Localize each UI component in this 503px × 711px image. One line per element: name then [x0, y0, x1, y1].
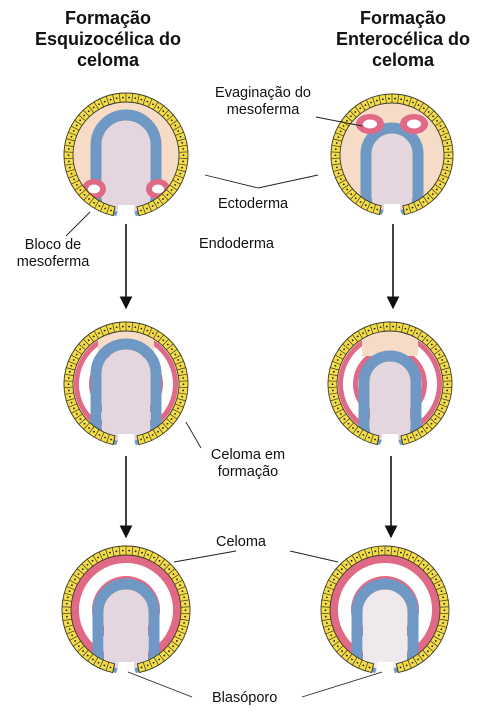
leader-ectoderma-left	[205, 175, 258, 188]
archenteron	[104, 590, 148, 670]
leader-celoma-right	[290, 551, 338, 562]
label-celoma: Celoma	[216, 534, 266, 551]
embryo-entero-stage-2	[328, 322, 452, 448]
mesoderm-block-cavity	[88, 185, 100, 194]
label-celoma-formacao-line-2: formação	[196, 464, 300, 481]
label-evaginacao: Evaginação do mesoferma	[190, 85, 336, 119]
leader-celoma-formacao	[186, 422, 201, 448]
label-ectoderma: Ectoderma	[218, 196, 288, 213]
blastopore	[118, 434, 134, 448]
leader-blasporo-right	[302, 672, 382, 697]
evagination-cavity	[407, 120, 421, 129]
blastopore	[118, 662, 134, 676]
leader-bloco	[66, 212, 90, 236]
mesoderm-block-cavity	[152, 185, 164, 194]
label-bloco-line-1: Bloco de	[14, 237, 92, 254]
leader-ectoderma-right	[258, 175, 318, 188]
label-celoma-formacao: Celoma em formação	[196, 447, 300, 481]
label-bloco: Bloco de mesoferma	[14, 237, 92, 271]
archenteron	[102, 121, 150, 213]
label-evaginacao-line-1: Evaginação do	[190, 85, 336, 102]
embryo-schizo-stage-2	[64, 322, 188, 448]
embryo-entero-stage-1	[331, 94, 453, 218]
embryo-entero-stage-3	[321, 546, 449, 676]
archenteron	[370, 362, 410, 442]
archenteron	[102, 350, 150, 442]
label-evaginacao-line-2: mesoferma	[190, 102, 336, 119]
blastopore	[377, 662, 393, 676]
archenteron	[372, 134, 412, 212]
blastopore	[384, 204, 400, 218]
label-blasporo: Blasóporo	[212, 690, 277, 707]
embryo-schizo-stage-3	[62, 546, 190, 676]
blastopore	[382, 434, 398, 448]
evagination-cavity	[363, 120, 377, 129]
leader-celoma-left	[174, 551, 236, 562]
embryo-schizo-stage-1	[64, 93, 188, 219]
blastopore	[118, 205, 134, 219]
label-bloco-line-2: mesoferma	[14, 254, 92, 271]
label-endoderma: Endoderma	[199, 236, 274, 253]
leader-blasporo-left	[128, 672, 192, 697]
archenteron	[363, 590, 407, 670]
label-celoma-formacao-line-1: Celoma em	[196, 447, 300, 464]
